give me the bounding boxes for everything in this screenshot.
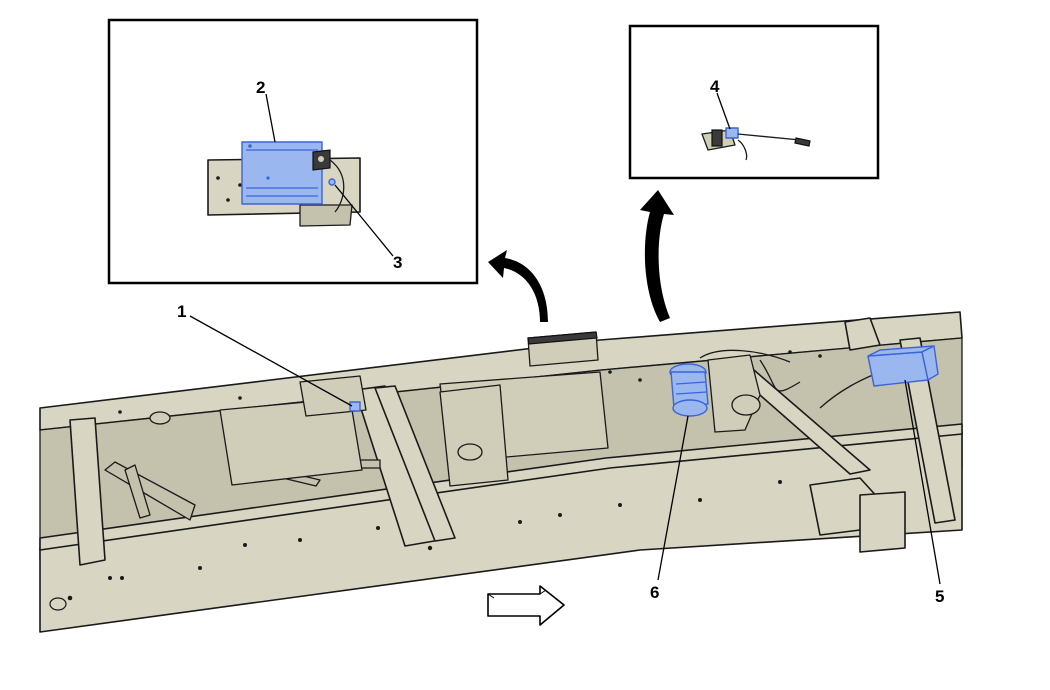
callout-5: 5: [935, 587, 944, 606]
callout-6: 6: [650, 583, 659, 602]
callout-2: 2: [256, 78, 265, 97]
inset-module-detail: [107, 18, 479, 285]
chassis-frame: [39, 311, 963, 633]
inset-sensor-detail: [628, 24, 880, 180]
highlight-part-5: [867, 345, 939, 387]
forward-direction-arrow-icon: [487, 585, 565, 626]
highlight-part-6: [669, 363, 709, 417]
curved-pointer-arrow-icon: [640, 190, 674, 322]
callout-4: 4: [710, 77, 720, 96]
curved-pointer-arrow-icon: [488, 250, 548, 322]
callout-1: 1: [177, 302, 186, 321]
leader-lines: [189, 92, 941, 585]
callout-3: 3: [393, 253, 402, 272]
